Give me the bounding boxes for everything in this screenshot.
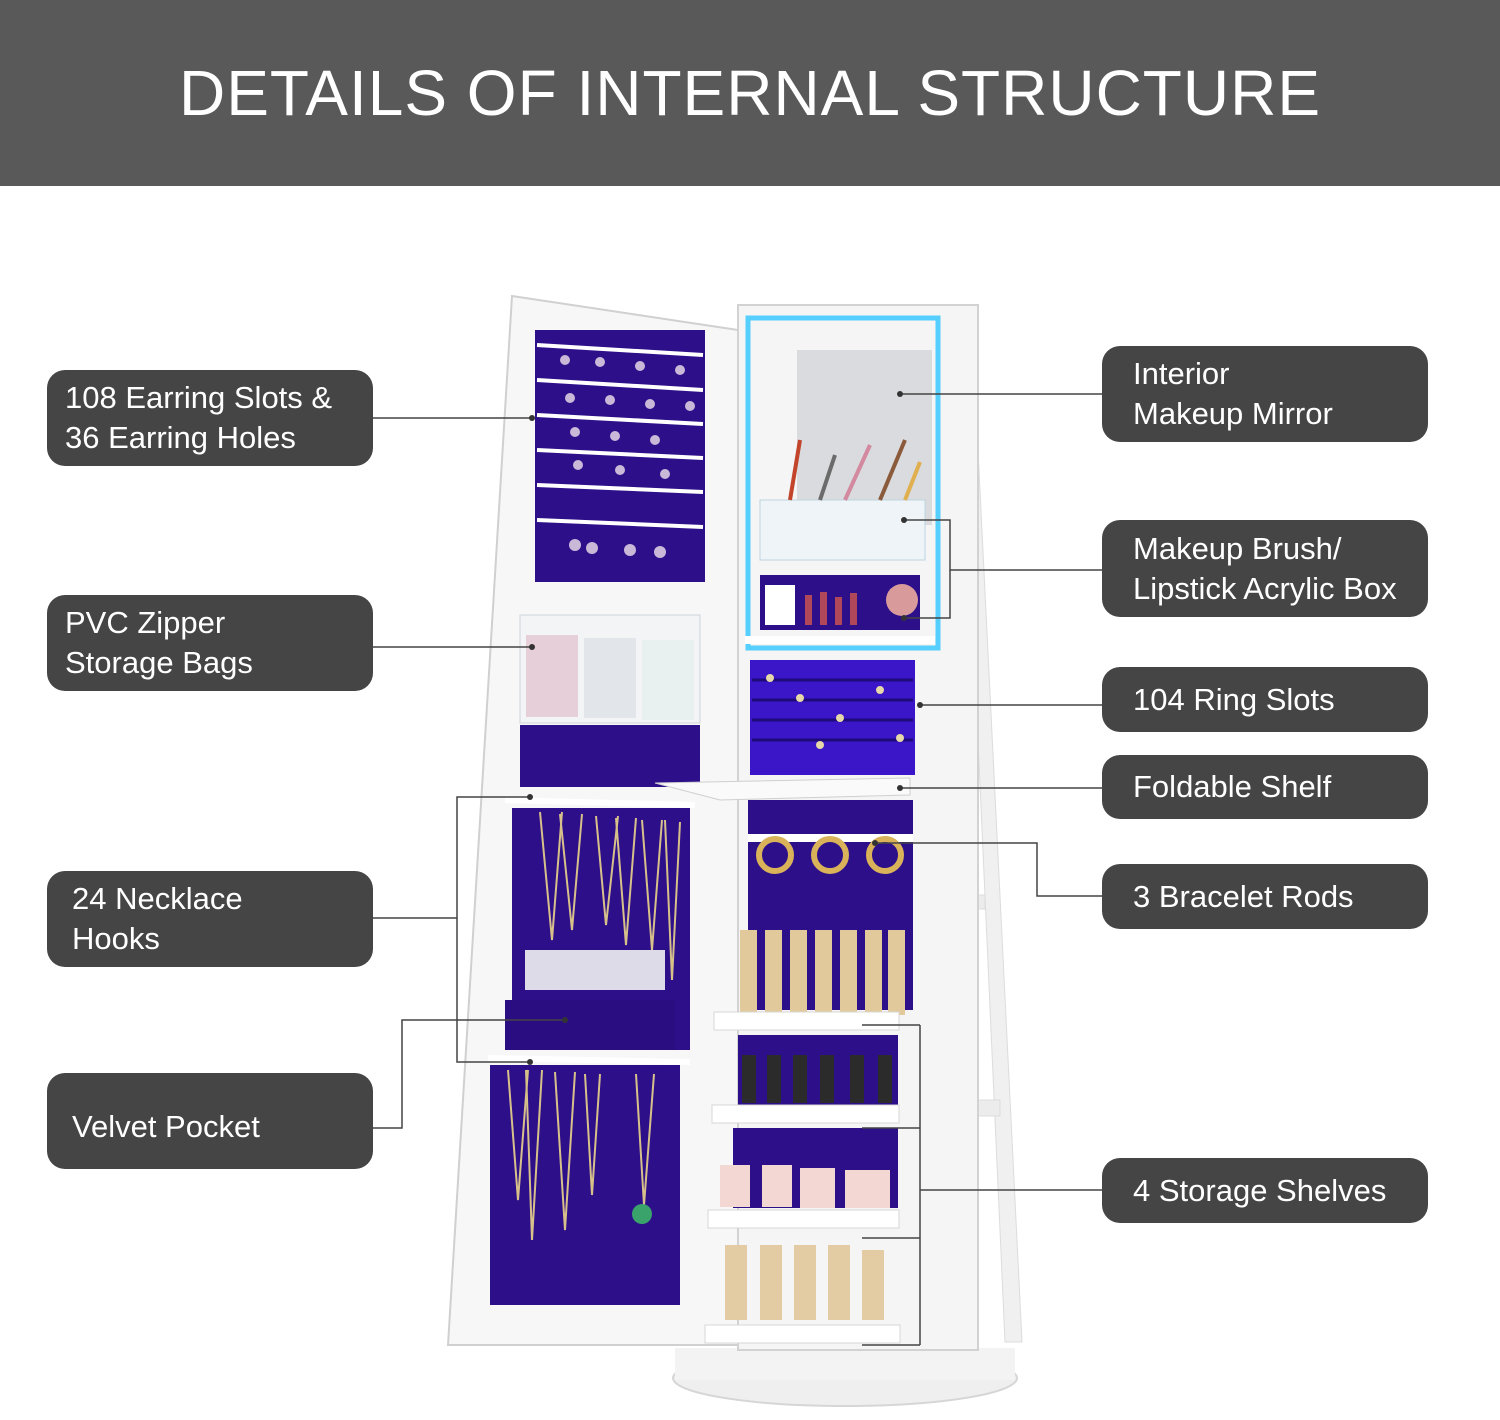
label-zipper-bags: PVC Zipper Storage Bags	[47, 595, 373, 691]
label-bracelet-rods: 3 Bracelet Rods	[1102, 864, 1428, 929]
label-acrylic-box: Makeup Brush/ Lipstick Acrylic Box	[1102, 520, 1428, 617]
interior-mirror	[797, 350, 932, 525]
label-storage-shelves: 4 Storage Shelves	[1102, 1158, 1428, 1223]
label-makeup-mirror-line1: Interior	[1133, 356, 1230, 391]
label-necklace-hooks-line2: Hooks	[72, 921, 160, 956]
title-banner: DETAILS OF INTERNAL STRUCTURE	[0, 0, 1500, 186]
label-bracelet-rods-line1: 3 Bracelet Rods	[1133, 878, 1354, 914]
label-necklace-hooks-line1: 24 Necklace	[72, 881, 243, 916]
label-ring-slots-line1: 104 Ring Slots	[1133, 681, 1335, 717]
foldable-shelf	[654, 777, 911, 801]
label-foldable-shelf: Foldable Shelf	[1102, 755, 1428, 819]
leader-lines	[373, 393, 1103, 1346]
label-acrylic-box-line2: Lipstick Acrylic Box	[1133, 570, 1397, 606]
page-title: DETAILS OF INTERNAL STRUCTURE	[179, 57, 1321, 129]
acrylic-box	[759, 439, 926, 630]
label-earring-slots: 108 Earring Slots & 36 Earring Holes	[47, 370, 373, 466]
label-makeup-mirror: Interior Makeup Mirror	[1102, 346, 1428, 442]
label-velvet-pocket: Velvet Pocket	[47, 1073, 373, 1169]
label-foldable-shelf-line1: Foldable Shelf	[1133, 769, 1332, 804]
label-zipper-bags-line1: PVC Zipper	[65, 605, 226, 640]
ring-slots	[750, 660, 915, 775]
label-zipper-bags-line2: Storage Bags	[65, 645, 253, 680]
velvet-pocket	[525, 950, 665, 990]
label-acrylic-box-line1: Makeup Brush/	[1133, 530, 1342, 566]
led-strip	[745, 315, 941, 651]
product-bottles	[740, 930, 905, 1015]
label-earring-slots-line1: 108 Earring Slots &	[65, 380, 333, 415]
label-necklace-hooks: 24 Necklace Hooks	[47, 871, 373, 967]
label-ring-slots: 104 Ring Slots	[1102, 667, 1428, 732]
label-makeup-mirror-line2: Makeup Mirror	[1133, 396, 1333, 431]
lower-necklace-panel	[490, 1065, 680, 1305]
label-velvet-pocket-line1: Velvet Pocket	[72, 1109, 260, 1144]
label-earring-slots-line2: 36 Earring Holes	[65, 420, 296, 455]
label-storage-shelves-line1: 4 Storage Shelves	[1133, 1172, 1387, 1208]
